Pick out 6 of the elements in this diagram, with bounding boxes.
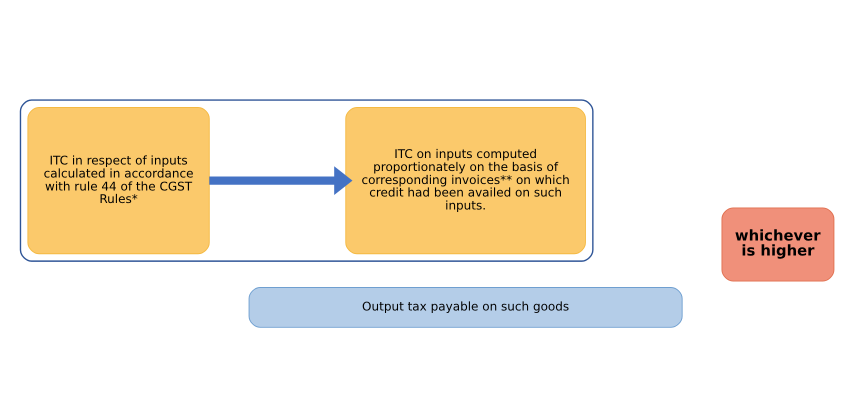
node-box: ITC in respect of inputs calculated in accordance with rule 44 of the CGST Rules* [27,107,210,254]
node-box: ITC on inputs computed proportionately on the basis of corresponding invoices** on which credit had been availed on such inputs. [345,107,586,254]
node-box: whichever is higher [721,207,834,282]
cluster [20,99,594,262]
node-box: Output tax payable on such goods [248,287,683,328]
arrow [209,166,352,196]
